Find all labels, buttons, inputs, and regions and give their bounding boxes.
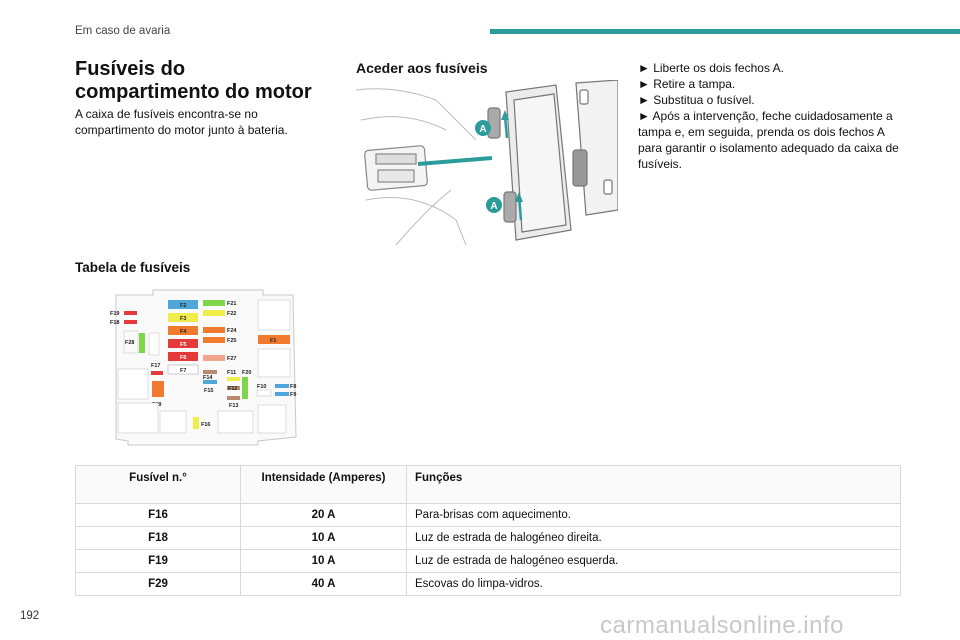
label-f7: F7: [180, 368, 186, 374]
cell-function: Luz de estrada de halogéneo direita.: [406, 526, 901, 550]
step-3: ► Substitua o fusível.: [638, 93, 755, 107]
cell-function: Escovas do limpa-vidros.: [406, 572, 901, 596]
page-number: 192: [20, 610, 40, 622]
cell-function: Luz de estrada de halogéneo esquerda.: [406, 549, 901, 573]
label-f2: F2: [180, 303, 186, 309]
fuse-table: Fusível n.° Intensidade (Amperes) Funçõe…: [75, 465, 901, 596]
cell-fuse: F29: [75, 572, 241, 596]
cell-amperage: 10 A: [240, 549, 407, 573]
label-f24: F24: [227, 328, 237, 334]
step-4: ► Após a intervenção, feche cuidadosamen…: [638, 109, 899, 171]
label-f22: F22: [227, 311, 236, 317]
column-header-fuse: Fusível n.°: [75, 465, 241, 504]
table-row: F29 40 A Escovas do limpa-vidros.: [75, 572, 901, 596]
label-f17: F17: [151, 363, 160, 369]
header-accent-bar: [490, 29, 960, 34]
label-f1: F1: [270, 338, 276, 344]
label-f20: F20: [242, 370, 251, 376]
label-f4: F4: [180, 329, 187, 335]
step-2: ► Retire a tampa.: [638, 77, 736, 91]
cell-amperage: 40 A: [240, 572, 407, 596]
cell-amperage: 20 A: [240, 503, 407, 527]
section-header: Em caso de avaria: [75, 25, 171, 37]
label-f9: F9: [290, 392, 296, 398]
label-f15: F15: [204, 388, 213, 394]
label-f27: F27: [227, 356, 236, 362]
label-f16: F16: [201, 422, 210, 428]
label-f18: F18: [110, 320, 119, 326]
fuse-layout-diagram: F2 F3 F4 F5 F6 F7 F21 F22 F24 F25 F27 F1…: [110, 289, 297, 446]
label-f10: F10: [257, 384, 266, 390]
cell-fuse: F19: [75, 549, 241, 573]
table-row: F19 10 A Luz de estrada de halogéneo esq…: [75, 549, 901, 573]
cell-function: Para-brisas com aquecimento.: [406, 503, 901, 527]
callout-a-top: A: [479, 124, 486, 135]
access-heading: Aceder aos fusíveis: [356, 60, 488, 76]
table-row: F16 20 A Para-brisas com aquecimento.: [75, 503, 901, 527]
label-f8: F8: [290, 384, 296, 390]
fuse-table-heading: Tabela de fusíveis: [75, 260, 191, 275]
watermark: carmanualsonline.info: [600, 612, 844, 639]
label-f25: F25: [227, 338, 236, 344]
cell-amperage: 10 A: [240, 526, 407, 550]
page-title: Fusíveis do compartimento do motor: [75, 58, 312, 103]
table-row: F18 10 A Luz de estrada de halogéneo dir…: [75, 526, 901, 550]
label-f11: F11: [227, 370, 236, 376]
fuse-box-access-illustration: A A: [356, 80, 618, 245]
label-f6: F6: [180, 355, 186, 361]
access-steps: ► Liberte os dois fechos A. ► Retire a t…: [638, 60, 908, 172]
label-f13: F13: [229, 403, 238, 409]
label-f14: F14: [203, 375, 213, 381]
callout-a-bottom: A: [490, 201, 497, 212]
label-f19: F19: [110, 311, 119, 317]
intro-text: A caixa de fusíveis encontra-se no compa…: [75, 107, 288, 137]
cell-fuse: F16: [75, 503, 241, 527]
label-f3: F3: [180, 316, 186, 322]
cell-fuse: F18: [75, 526, 241, 550]
column-header-functions: Funções: [406, 465, 901, 504]
column-header-amperage: Intensidade (Amperes): [240, 465, 407, 504]
label-f28: F28: [125, 340, 134, 346]
step-1: ► Liberte os dois fechos A.: [638, 61, 784, 75]
label-f12: F12: [228, 386, 237, 392]
table-header-row: Fusível n.° Intensidade (Amperes) Funçõe…: [75, 465, 901, 504]
label-f21: F21: [227, 301, 236, 307]
label-f5: F5: [180, 342, 186, 348]
